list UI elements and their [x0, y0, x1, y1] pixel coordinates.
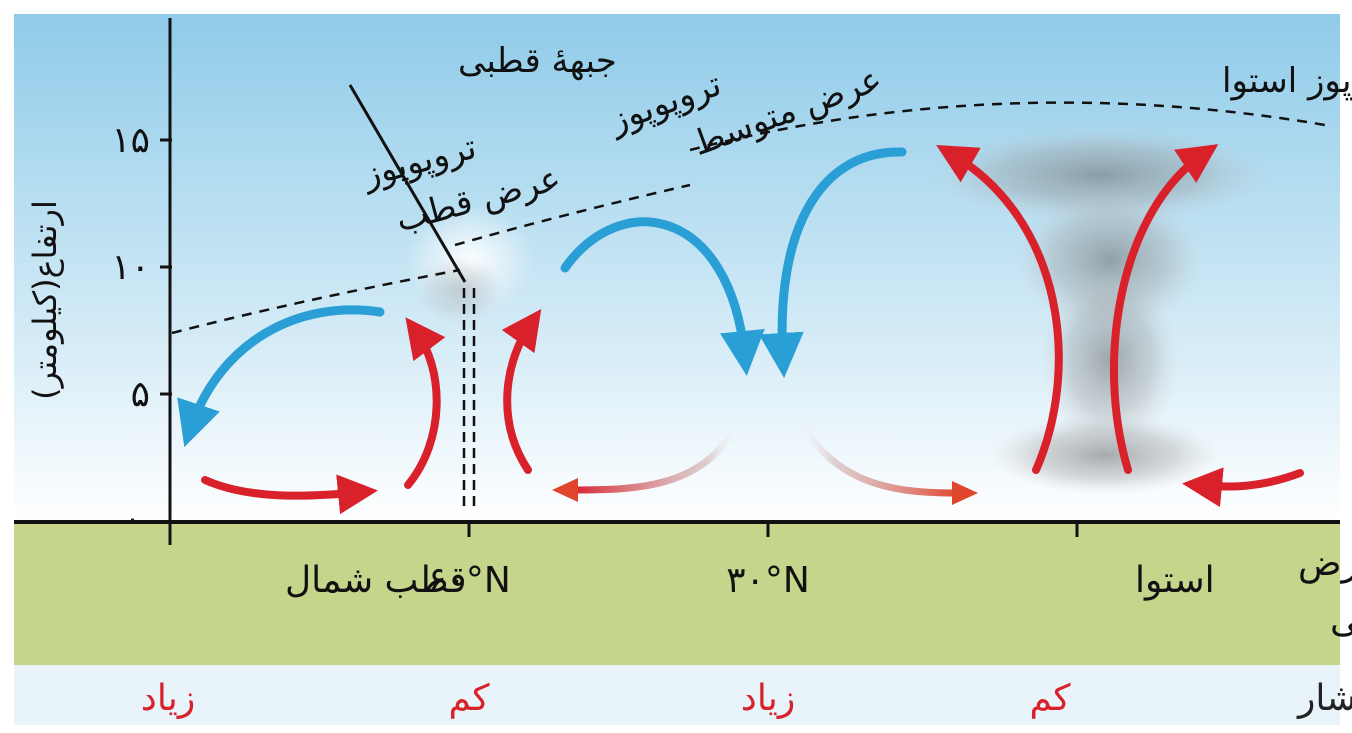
- ferrel-cell-surface-arrow: [568, 416, 744, 494]
- polar-front-line: [348, 84, 467, 283]
- y-tick-label-5: ۵: [131, 374, 150, 415]
- hadley-cell-surface-arrowhead: [952, 481, 978, 505]
- pressure-value-60n: کم: [448, 678, 490, 719]
- polar-tropopause-line: [171, 268, 461, 335]
- y-tick-label-0: ۰: [125, 502, 140, 535]
- ground-band: [14, 522, 1340, 665]
- trade-wind-red-arrow: [1182, 467, 1304, 508]
- polar-cell-surface-red-arrow: [201, 474, 378, 515]
- polar-cell-blue-arrow: [177, 305, 385, 448]
- ferrel-cell-blue-arrow: [560, 217, 765, 376]
- equatorial-cloud: [930, 127, 1270, 495]
- hadley-cell-surface-arrow: [791, 406, 962, 497]
- pressure-value-30n: زیاد: [741, 678, 795, 719]
- equatorial-tropopause-line: [689, 101, 1326, 152]
- pressure-title: فشار: [1296, 678, 1352, 719]
- hadley-cell-right-rising-arrow: [1110, 144, 1219, 474]
- ferrel-cell-rising-red-arrow: [501, 308, 542, 474]
- y-tick-label-10: ۱۰: [111, 247, 150, 288]
- y-tick-label-15: ۱۵: [111, 120, 150, 161]
- hadley-cell-blue-arrow: [758, 147, 907, 378]
- hadley-cell-left-rising-arrow: [936, 144, 1063, 474]
- pressure-value-equator: کم: [1029, 678, 1071, 719]
- mid-latitude-tropopause-line: [454, 183, 691, 247]
- equatorial-tropopause-label: تروپوپوز استوا: [1222, 61, 1352, 101]
- equator-label: استوا: [1135, 560, 1215, 601]
- latitude-title-line2: جغرافیایی: [1330, 600, 1352, 641]
- latitude-title-line1: عرض: [1298, 543, 1352, 584]
- polar-cell-rising-red-arrow: [404, 317, 446, 489]
- polar-front-label: جبههٔ قطبی: [458, 41, 617, 81]
- pressure-value-north-pole: زیاد: [141, 678, 195, 719]
- pressure-band: [14, 665, 1340, 725]
- y-axis-title: ارتفاع(کیلومتر): [26, 200, 64, 400]
- lat-60n-label: ۶۰°N: [427, 560, 511, 601]
- north-pole-label: قطب شمال: [285, 560, 467, 601]
- lat-30n-label: ۳۰°N: [726, 560, 810, 601]
- ferrel-cell-surface-arrowhead: [552, 478, 578, 502]
